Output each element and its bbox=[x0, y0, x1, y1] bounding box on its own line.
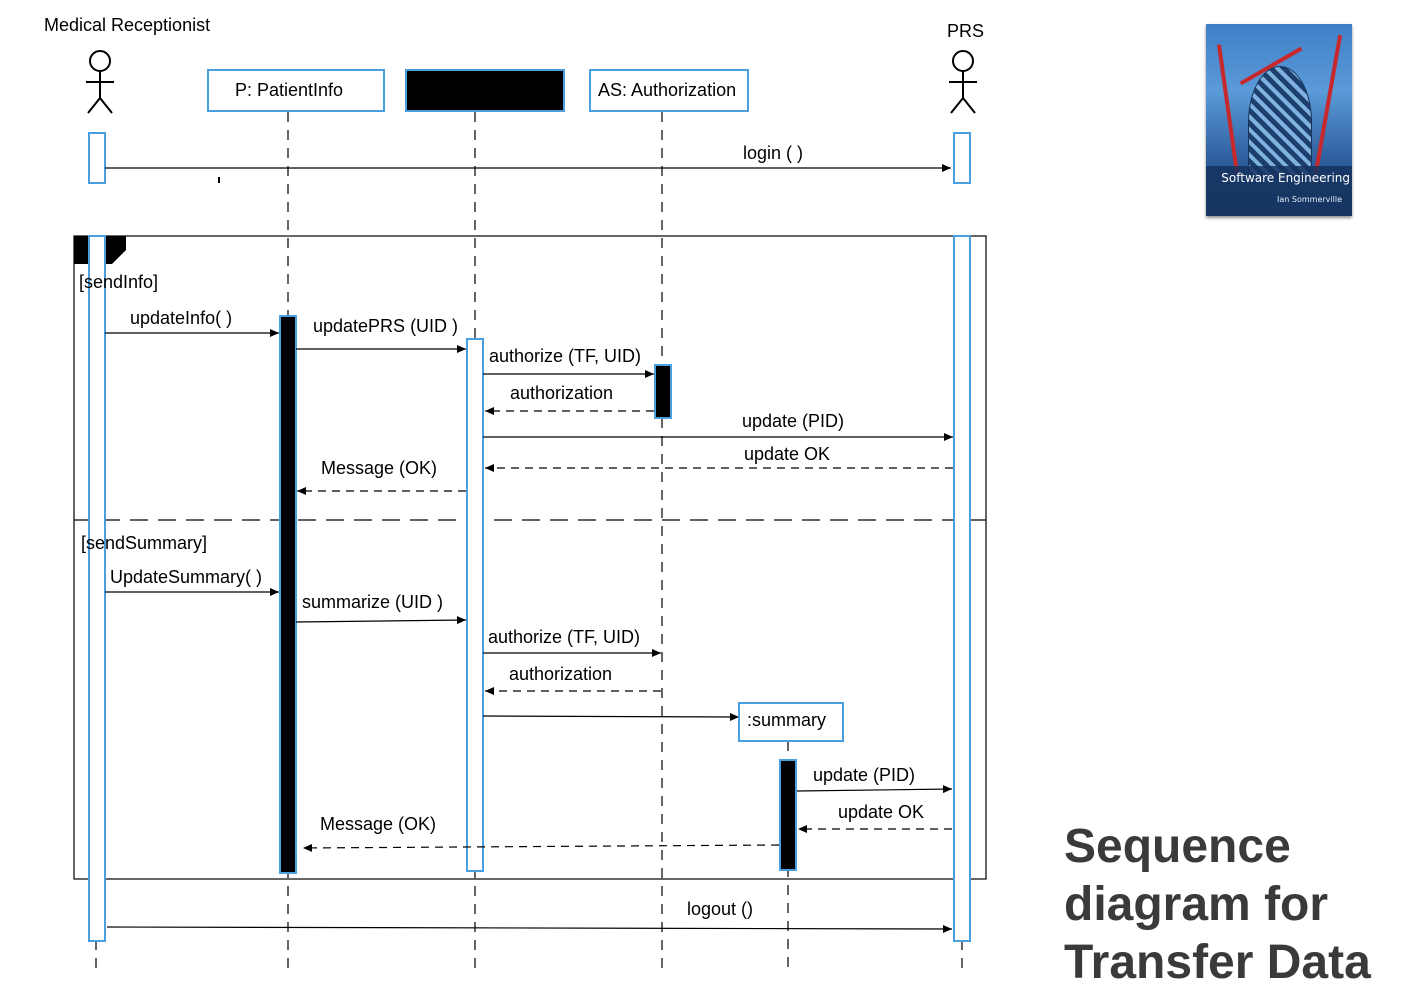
message-updatepid1-label: update (PID) bbox=[742, 411, 844, 431]
message-summarize-label: summarize (UID ) bbox=[302, 592, 443, 612]
message-logout-label: logout () bbox=[687, 899, 753, 919]
guard-sendsummary: [sendSummary] bbox=[81, 533, 207, 553]
message-ok2-line bbox=[302, 843, 780, 852]
book-cover-image: Software Engineering Ian Sommerville bbox=[1206, 24, 1352, 216]
object-box-hidden bbox=[405, 69, 565, 112]
message-ok1-label: Message (OK) bbox=[321, 458, 437, 478]
object-label-summary: :summary bbox=[747, 710, 826, 730]
slide-title-line-2: diagram for bbox=[1064, 878, 1329, 931]
message-updateok2-label: update OK bbox=[838, 802, 924, 822]
message-authorization2-label: authorization bbox=[509, 664, 612, 684]
slide-title-line-3: Transfer Data bbox=[1064, 936, 1371, 989]
message-updateprs-label: updatePRS (UID ) bbox=[313, 316, 458, 336]
actor-prs-icon bbox=[949, 50, 977, 114]
object-box-summary bbox=[738, 702, 844, 742]
slide-title: Sequence diagram for Transfer Data bbox=[1064, 818, 1409, 992]
book-author: Ian Sommerville bbox=[1277, 195, 1342, 204]
message-updatepid2-label: update (PID) bbox=[813, 765, 915, 785]
message-authorize2-label: authorize (TF, UID) bbox=[488, 627, 640, 647]
crane-shape bbox=[1216, 44, 1240, 174]
activation-receptionist-top bbox=[88, 132, 106, 184]
activation-summary bbox=[779, 759, 797, 871]
activation-prs-main bbox=[953, 235, 971, 942]
slide-title-line-1: Sequence bbox=[1064, 820, 1291, 873]
actor-receptionist-icon bbox=[86, 50, 114, 114]
activation-prs-top bbox=[953, 132, 971, 184]
message-updateinfo-label: updateInfo( ) bbox=[130, 308, 232, 328]
message-ok2-label: Message (OK) bbox=[320, 814, 436, 834]
message-authorization1-label: authorization bbox=[510, 383, 613, 403]
book-title: Software Engineering bbox=[1221, 171, 1350, 185]
building-dome bbox=[1248, 66, 1312, 178]
message-summarize-line bbox=[295, 616, 467, 625]
message-authorize1-label: authorize (TF, UID) bbox=[489, 346, 641, 366]
object-label-authorization: AS: Authorization bbox=[598, 80, 736, 100]
object-box-patientinfo bbox=[207, 69, 385, 112]
activation-patientinfo bbox=[279, 315, 297, 874]
guard-sendinfo: [sendInfo] bbox=[79, 272, 158, 292]
activation-receptionist-main bbox=[88, 235, 106, 942]
object-label-patientinfo: P: PatientInfo bbox=[235, 80, 343, 100]
message-updatesummary-label: UpdateSummary( ) bbox=[110, 567, 262, 587]
actor-label-receptionist: Medical Receptionist bbox=[44, 15, 210, 35]
message-logout-line bbox=[106, 924, 953, 933]
activation-authorization bbox=[654, 364, 672, 419]
message-login-label: login ( ) bbox=[743, 143, 803, 163]
actor-label-prs: PRS bbox=[947, 21, 984, 41]
message-create-summary-line bbox=[482, 712, 740, 721]
message-updatepid2-line bbox=[796, 785, 953, 794]
message-updateok1-label: update OK bbox=[744, 444, 830, 464]
crane-shape bbox=[1313, 34, 1343, 174]
book-title-band bbox=[1206, 166, 1352, 216]
alt-fragment-frame bbox=[73, 235, 987, 880]
activation-hidden bbox=[466, 338, 484, 872]
object-box-authorization bbox=[589, 69, 749, 112]
